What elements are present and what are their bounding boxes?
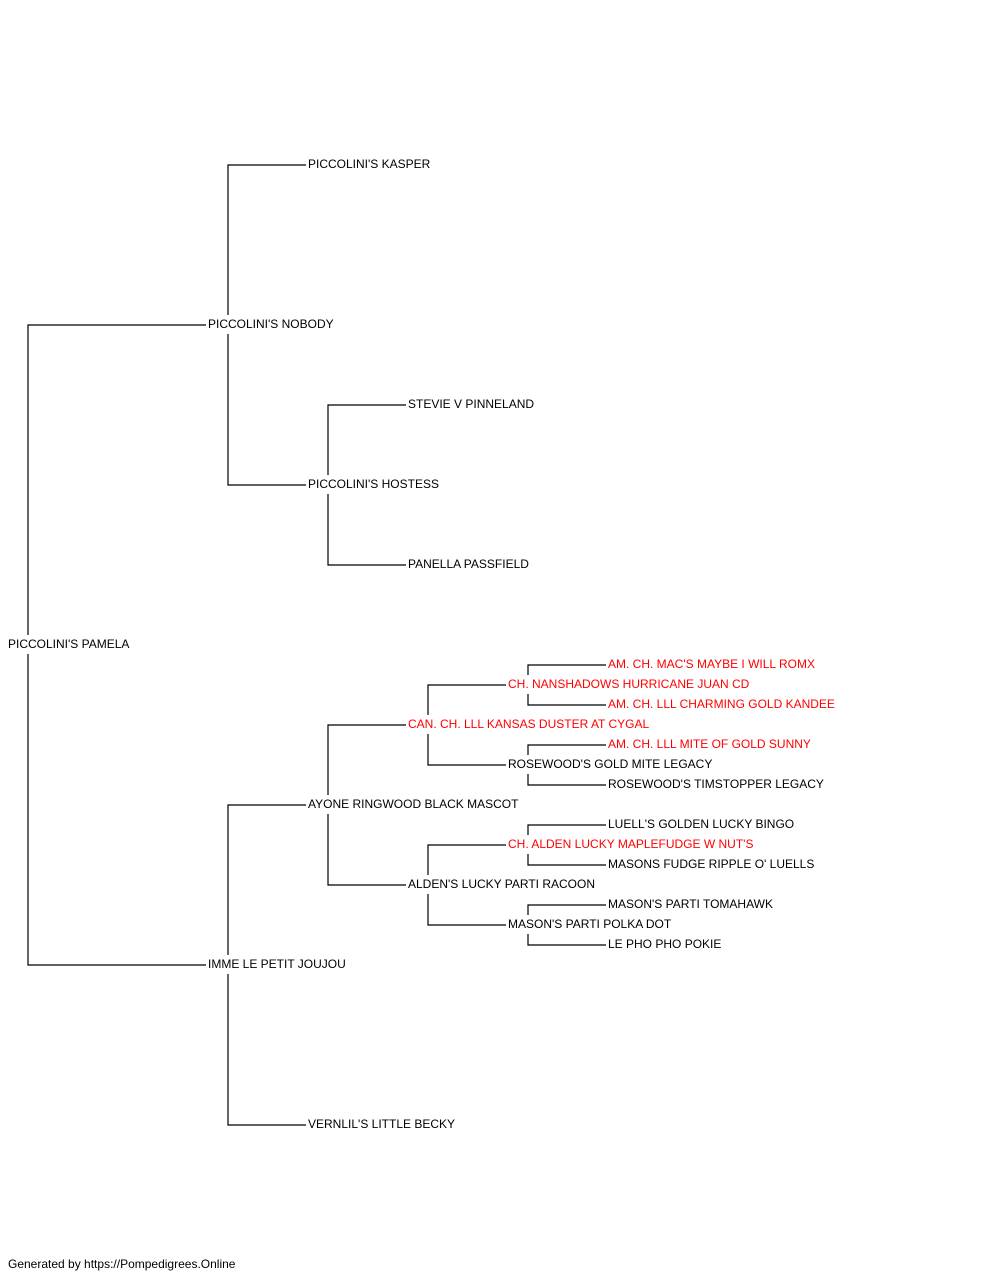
pedigree-node-vernlil-s-little-becky: VERNLIL'S LITTLE BECKY — [308, 1117, 455, 1131]
connector-dam-line — [327, 814, 406, 886]
connector-sire-line — [27, 324, 206, 635]
connector-sire-line — [527, 824, 606, 835]
pedigree-node-mason-s-parti-tomahawk: MASON'S PARTI TOMAHAWK — [608, 897, 773, 911]
connector-sire-line — [527, 744, 606, 755]
pedigree-node-masons-fudge-ripple-o-luells: MASONS FUDGE RIPPLE O' LUELLS — [608, 857, 814, 871]
connector-sire-line — [527, 904, 606, 915]
pedigree-node-piccolini-s-nobody: PICCOLINI'S NOBODY — [208, 317, 334, 331]
pedigree-node-le-pho-pho-pokie: LE PHO PHO POKIE — [608, 937, 721, 951]
connector-dam-line — [27, 654, 206, 966]
connector-sire-line — [327, 724, 406, 795]
pedigree-node-piccolini-s-hostess: PICCOLINI'S HOSTESS — [308, 477, 439, 491]
connector-dam-line — [327, 494, 406, 566]
connector-dam-line — [527, 694, 606, 706]
connector-dam-line — [227, 974, 306, 1126]
pedigree-node-ch-nanshadows-hurricane-juan-cd: CH. NANSHADOWS HURRICANE JUAN CD — [508, 677, 750, 691]
connector-sire-line — [427, 844, 506, 875]
connector-dam-line — [527, 854, 606, 866]
pedigree-node-imme-le-petit-joujou: IMME LE PETIT JOUJOU — [208, 957, 346, 971]
connector-sire-line — [427, 684, 506, 715]
pedigree-node-stevie-v-pinneland: STEVIE V PINNELAND — [408, 397, 534, 411]
pedigree-node-ch-alden-lucky-maplefudge-w-nut-s: CH. ALDEN LUCKY MAPLEFUDGE W NUT'S — [508, 837, 753, 851]
connector-dam-line — [427, 894, 506, 926]
pedigree-node-can-ch-lll-kansas-duster-at-cygal: CAN. CH. LLL KANSAS DUSTER AT CYGAL — [408, 717, 650, 731]
connector-dam-line — [227, 334, 306, 486]
pedigree-node-am-ch-lll-mite-of-gold-sunny: AM. CH. LLL MITE OF GOLD SUNNY — [608, 737, 811, 751]
connector-sire-line — [327, 404, 406, 475]
pedigree-node-luell-s-golden-lucky-bingo: LUELL'S GOLDEN LUCKY BINGO — [608, 817, 794, 831]
connector-dam-line — [527, 934, 606, 946]
connector-dam-line — [427, 734, 506, 766]
pedigree-node-ayone-ringwood-black-mascot: AYONE RINGWOOD BLACK MASCOT — [308, 797, 519, 811]
connector-sire-line — [227, 164, 306, 315]
pedigree-node-rosewood-s-timstopper-legacy: ROSEWOOD'S TIMSTOPPER LEGACY — [608, 777, 824, 791]
footer-credit: Generated by https://Pompedigrees.Online — [8, 1257, 236, 1271]
pedigree-node-piccolini-s-kasper: PICCOLINI'S KASPER — [308, 157, 431, 171]
pedigree-node-piccolini-s-pamela: PICCOLINI'S PAMELA — [8, 637, 129, 651]
pedigree-node-am-ch-mac-s-maybe-i-will-romx: AM. CH. MAC'S MAYBE I WILL ROMX — [608, 657, 815, 671]
connector-dam-line — [527, 774, 606, 786]
pedigree-node-panella-passfield: PANELLA PASSFIELD — [408, 557, 529, 571]
connector-sire-line — [527, 664, 606, 675]
pedigree-node-am-ch-lll-charming-gold-kandee: AM. CH. LLL CHARMING GOLD KANDEE — [608, 697, 835, 711]
connector-sire-line — [227, 804, 306, 955]
pedigree-node-rosewood-s-gold-mite-legacy: ROSEWOOD'S GOLD MITE LEGACY — [508, 757, 712, 771]
pedigree-node-mason-s-parti-polka-dot: MASON'S PARTI POLKA DOT — [508, 917, 672, 931]
pedigree-node-alden-s-lucky-parti-racoon: ALDEN'S LUCKY PARTI RACOON — [408, 877, 595, 891]
